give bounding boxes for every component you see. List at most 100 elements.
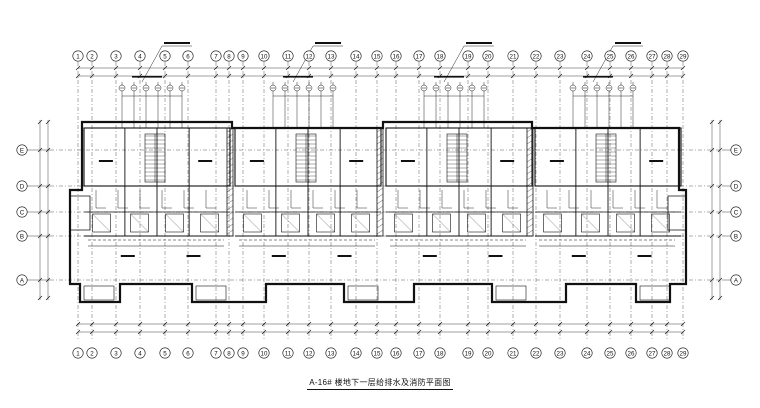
dimension-tick xyxy=(485,329,491,335)
column-axis-label: 27 xyxy=(649,350,656,357)
column-axis-bubble xyxy=(303,50,315,62)
riser-group xyxy=(118,42,192,128)
column-axis-bubble xyxy=(350,347,362,359)
dimension-tick xyxy=(557,73,563,79)
column-axis-bubble xyxy=(371,347,383,359)
dimension-tick xyxy=(510,73,516,79)
dimension-tick xyxy=(709,277,715,283)
column-axis-bubble xyxy=(625,50,637,62)
riser-group xyxy=(269,42,343,128)
dimension-tick xyxy=(709,119,715,125)
dimension-tick xyxy=(45,295,51,301)
party-wall-hatch xyxy=(226,217,234,223)
party-wall-hatch xyxy=(526,205,534,211)
pipe-run xyxy=(507,190,518,209)
column-axis-bubble xyxy=(72,50,84,62)
party-wall-hatch xyxy=(376,229,384,235)
pipe-run xyxy=(612,190,623,209)
column-axis-bubble xyxy=(581,347,593,359)
riser-group xyxy=(420,42,494,128)
column-axis-bubble xyxy=(282,50,294,62)
party-wall-hatch xyxy=(376,151,384,157)
row-axis-label: B xyxy=(20,233,24,240)
dimension-tick xyxy=(709,295,715,301)
dimension-tick xyxy=(533,73,539,79)
column-axis-label: 12 xyxy=(306,53,313,60)
column-axis-label: 26 xyxy=(628,350,635,357)
entrance xyxy=(667,195,686,231)
dimension-tick xyxy=(261,321,267,327)
column-axis-label: 15 xyxy=(374,350,381,357)
dimension-tick xyxy=(628,73,634,79)
dimension-tick xyxy=(240,329,246,335)
party-wall-hatch xyxy=(226,229,234,235)
party-wall-hatch xyxy=(376,193,384,199)
pipe-run xyxy=(546,190,557,209)
row-axis-label: D xyxy=(20,183,25,190)
service-room xyxy=(432,213,451,233)
column-axis-label: 8 xyxy=(227,350,231,357)
service-room xyxy=(467,213,486,233)
column-axis-bubble xyxy=(371,50,383,62)
dimension-tick xyxy=(137,321,143,327)
pipe-run xyxy=(590,190,601,209)
party-wall-hatch xyxy=(526,187,534,193)
column-axis-bubble xyxy=(134,50,146,62)
party-wall-hatch xyxy=(376,211,384,217)
column-axis-bubble xyxy=(325,347,337,359)
dimension-tick xyxy=(649,329,655,335)
service-room xyxy=(281,213,300,233)
dimension-tick xyxy=(628,65,634,71)
column-axis-label: 26 xyxy=(628,53,635,60)
party-wall-hatch xyxy=(226,187,234,193)
column-axis-bubble xyxy=(554,50,566,62)
column-axis-label: 23 xyxy=(557,350,564,357)
room-tag-mark xyxy=(649,160,664,162)
column-axis-label: 18 xyxy=(437,350,444,357)
dimension-tick xyxy=(485,321,491,327)
room-tag-mark xyxy=(422,255,437,257)
party-wall-hatch xyxy=(226,205,234,211)
column-axis-bubble xyxy=(72,347,84,359)
pipe-run xyxy=(356,190,367,209)
room-tag-mark xyxy=(271,255,286,257)
column-axis-bubble xyxy=(507,50,519,62)
party-wall-hatch xyxy=(376,139,384,145)
party-wall-hatch xyxy=(526,223,534,229)
dimension-tick xyxy=(584,329,590,335)
dimension-tick xyxy=(213,73,219,79)
annotation-mark xyxy=(434,76,464,78)
dimension-tick xyxy=(185,73,191,79)
dimension-tick xyxy=(37,295,43,301)
pipe-run xyxy=(246,190,257,209)
room-tag-mark xyxy=(400,160,415,162)
column-axis-label: 4 xyxy=(138,53,142,60)
row-axis-label: C xyxy=(20,209,25,216)
dimension-tick xyxy=(185,329,191,335)
dimension-tick xyxy=(465,73,471,79)
service-room-hatch xyxy=(432,213,451,233)
column-axis-bubble xyxy=(434,50,446,62)
column-axis-label: 25 xyxy=(607,53,614,60)
dimension-tick xyxy=(485,73,491,79)
party-wall-hatch xyxy=(376,163,384,169)
dimension-tick xyxy=(557,321,563,327)
service-room xyxy=(92,213,111,233)
column-axis-bubble xyxy=(325,50,337,62)
dimension-tick xyxy=(533,321,539,327)
dimension-tick xyxy=(185,65,191,71)
party-wall-hatch xyxy=(376,187,384,193)
dimension-tick xyxy=(557,65,563,71)
dimension-tick xyxy=(465,321,471,327)
service-room-hatch xyxy=(616,213,635,233)
exterior-wall xyxy=(68,120,688,304)
column-axis-bubble xyxy=(182,50,194,62)
service-room-hatch xyxy=(92,213,111,233)
dwelling-units xyxy=(83,127,682,257)
annotation-mark xyxy=(164,42,190,44)
column-axis-label: 16 xyxy=(393,53,400,60)
service-room-hatch xyxy=(394,213,413,233)
dimension-tick xyxy=(557,329,563,335)
dimension-tick xyxy=(717,147,723,153)
dimension-tick xyxy=(75,321,81,327)
